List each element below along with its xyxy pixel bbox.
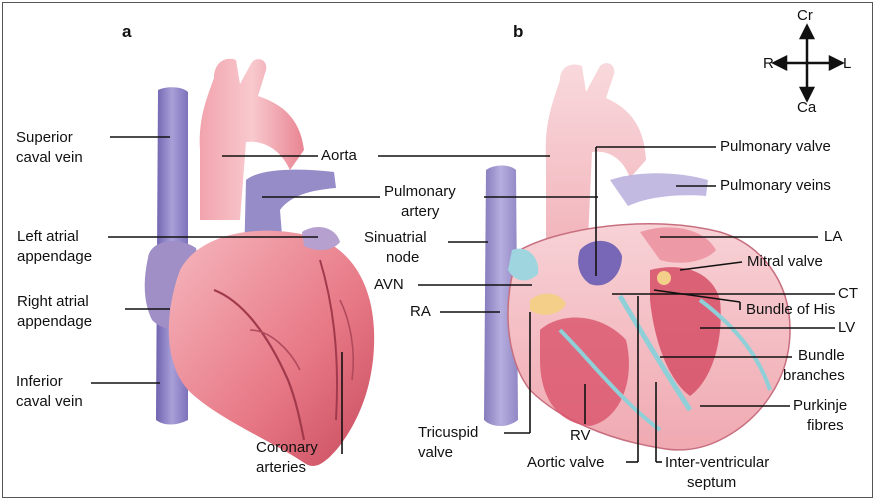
heart-external xyxy=(145,59,374,466)
label-lv: LV xyxy=(838,318,855,338)
label-ct: CT xyxy=(838,284,858,304)
label-la: LA xyxy=(824,227,842,247)
compass-left-label: L xyxy=(843,54,851,74)
label-ra: RA xyxy=(410,302,431,322)
label-avn: AVN xyxy=(374,275,404,295)
compass-right-label: R xyxy=(763,54,774,74)
panel-label-b: b xyxy=(513,22,523,42)
label-mitral-valve: Mitral valve xyxy=(747,252,823,272)
label-aortic-valve: Aortic valve xyxy=(527,453,605,473)
label-bundle-of-his: Bundle of His xyxy=(746,300,835,320)
label-pulmonary-veins: Pulmonary veins xyxy=(720,176,831,196)
label-pulmonary-valve: Pulmonary valve xyxy=(720,137,831,157)
compass-cranial-label: Cr xyxy=(797,6,813,26)
orientation-compass xyxy=(774,26,842,100)
compass-caudal-label: Ca xyxy=(797,98,816,118)
mitral-valve-shape xyxy=(657,271,671,285)
panel-label-a: a xyxy=(122,22,131,42)
label-rv: RV xyxy=(570,426,591,446)
label-aorta: Aorta xyxy=(321,146,357,166)
